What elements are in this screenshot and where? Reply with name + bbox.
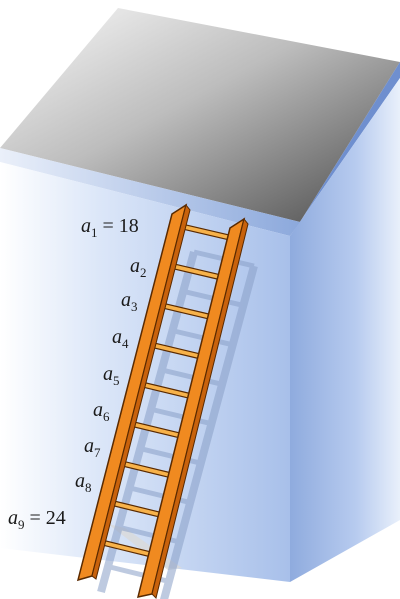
label-a1: a1 = 18 (81, 215, 139, 240)
label-a9: a9 = 24 (8, 507, 66, 532)
